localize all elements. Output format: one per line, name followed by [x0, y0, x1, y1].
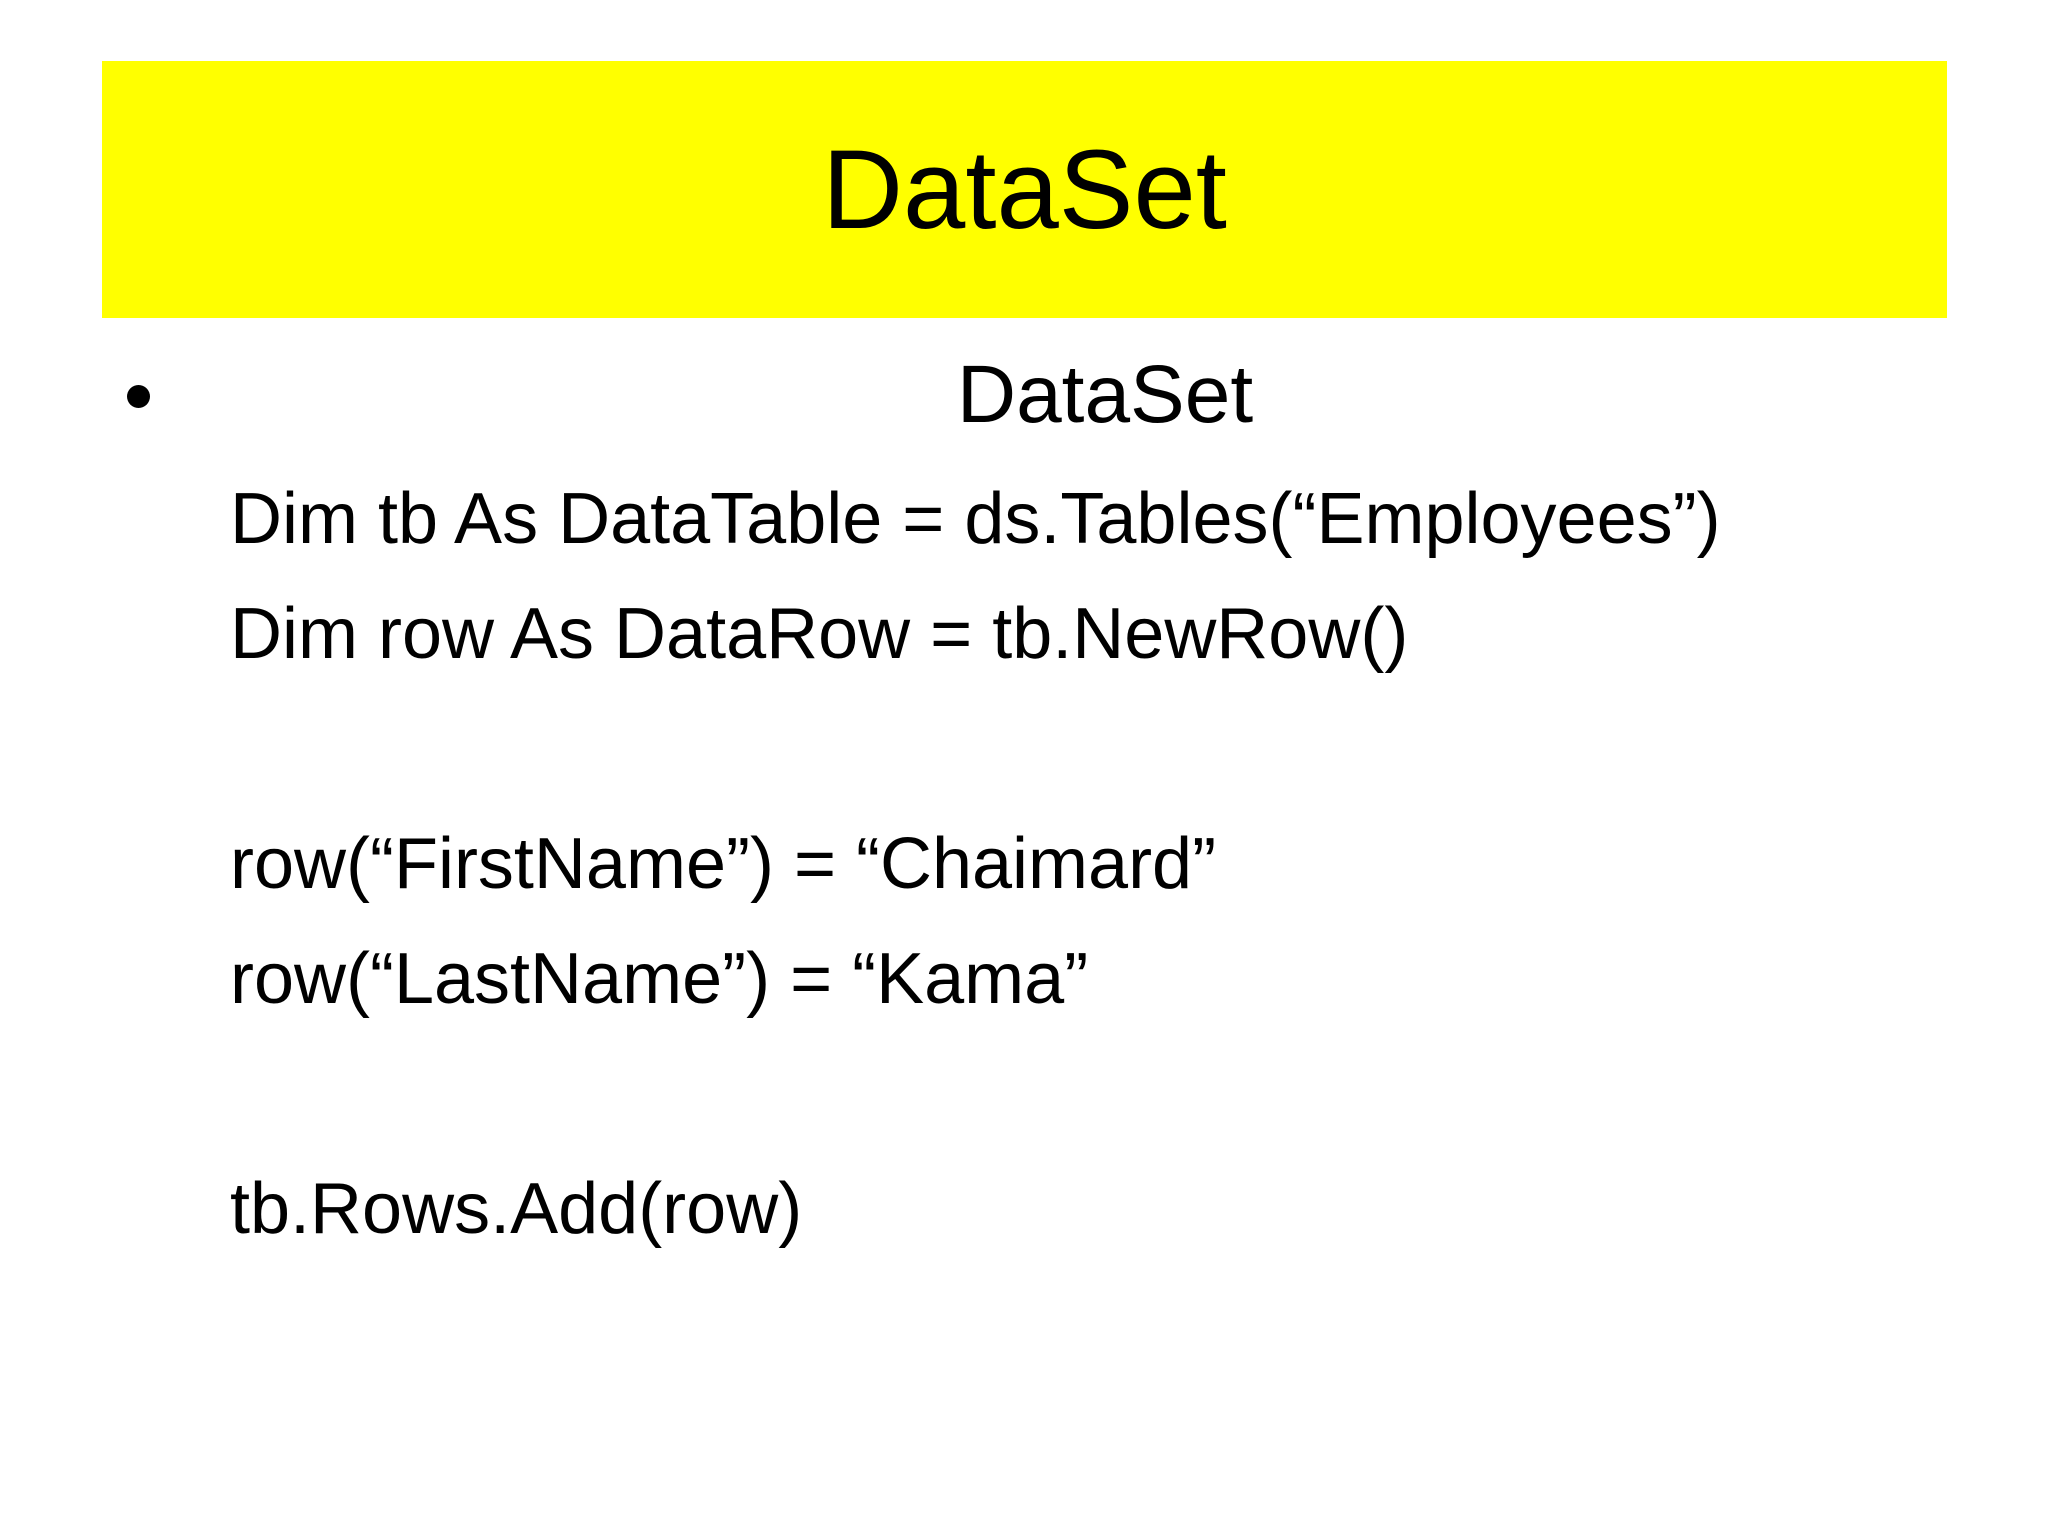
code-line: Dim tb As DataTable = ds.Tables(“Employe… — [230, 479, 1721, 559]
title-banner: DataSet — [102, 61, 1947, 318]
code-line: row(“FirstName”) = “Chaimard” — [230, 824, 1217, 904]
code-line-blank — [230, 1037, 1721, 1152]
code-line: row(“LastName”) = “Kama” — [230, 939, 1089, 1019]
code-line: Dim row As DataRow = tb.NewRow() — [230, 594, 1409, 674]
bullet-heading: DataSet — [956, 349, 1254, 440]
code-block: Dim tb As DataTable = ds.Tables(“Employe… — [230, 462, 1721, 1267]
code-line-blank — [230, 692, 1721, 807]
slide-title: DataSet — [822, 126, 1227, 252]
bullet-icon — [127, 385, 150, 408]
code-line: tb.Rows.Add(row) — [230, 1169, 803, 1249]
